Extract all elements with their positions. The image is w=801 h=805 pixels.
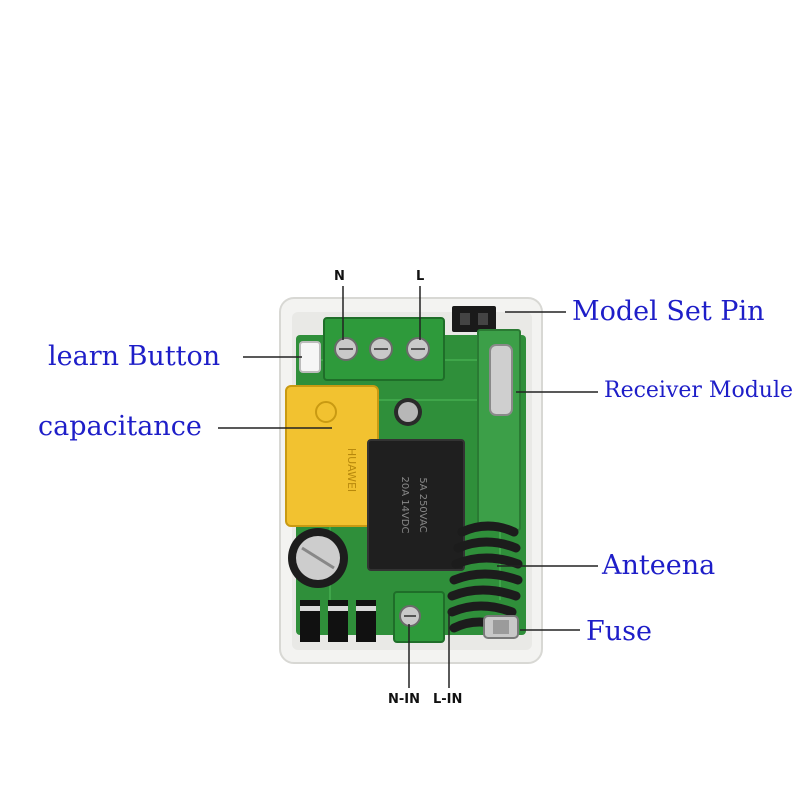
crystal <box>489 344 513 416</box>
relay-marking-2: 5A 250VAC <box>417 477 428 532</box>
callout-lines <box>218 286 598 688</box>
fuse <box>483 615 519 639</box>
diode-row <box>300 600 376 642</box>
learn-button <box>299 341 321 373</box>
top-terminal-screws <box>334 337 430 361</box>
callout-learn-button: learn Button <box>48 341 221 372</box>
callout-model-set-pin: Model Set Pin <box>572 296 765 327</box>
callout-anteena: Anteena <box>602 550 716 581</box>
terminal-n-label: N <box>334 269 345 284</box>
model-set-pin-jumper <box>452 306 496 332</box>
callout-receiver-module: Receiver Module <box>604 378 793 403</box>
terminal-l-label: L <box>416 269 425 284</box>
relay <box>367 439 465 571</box>
relay-marking-1: 20A 14VDC <box>399 477 410 534</box>
antenna-coil <box>447 521 523 633</box>
capacitor-brand: HUAWEI <box>345 448 358 492</box>
terminal-l-in-label: L-IN <box>433 692 463 707</box>
callout-capacitance: capacitance <box>38 411 202 442</box>
terminal-n-in-label: N-IN <box>388 692 420 707</box>
callout-fuse: Fuse <box>586 616 652 647</box>
x2-capacitor <box>285 385 379 527</box>
